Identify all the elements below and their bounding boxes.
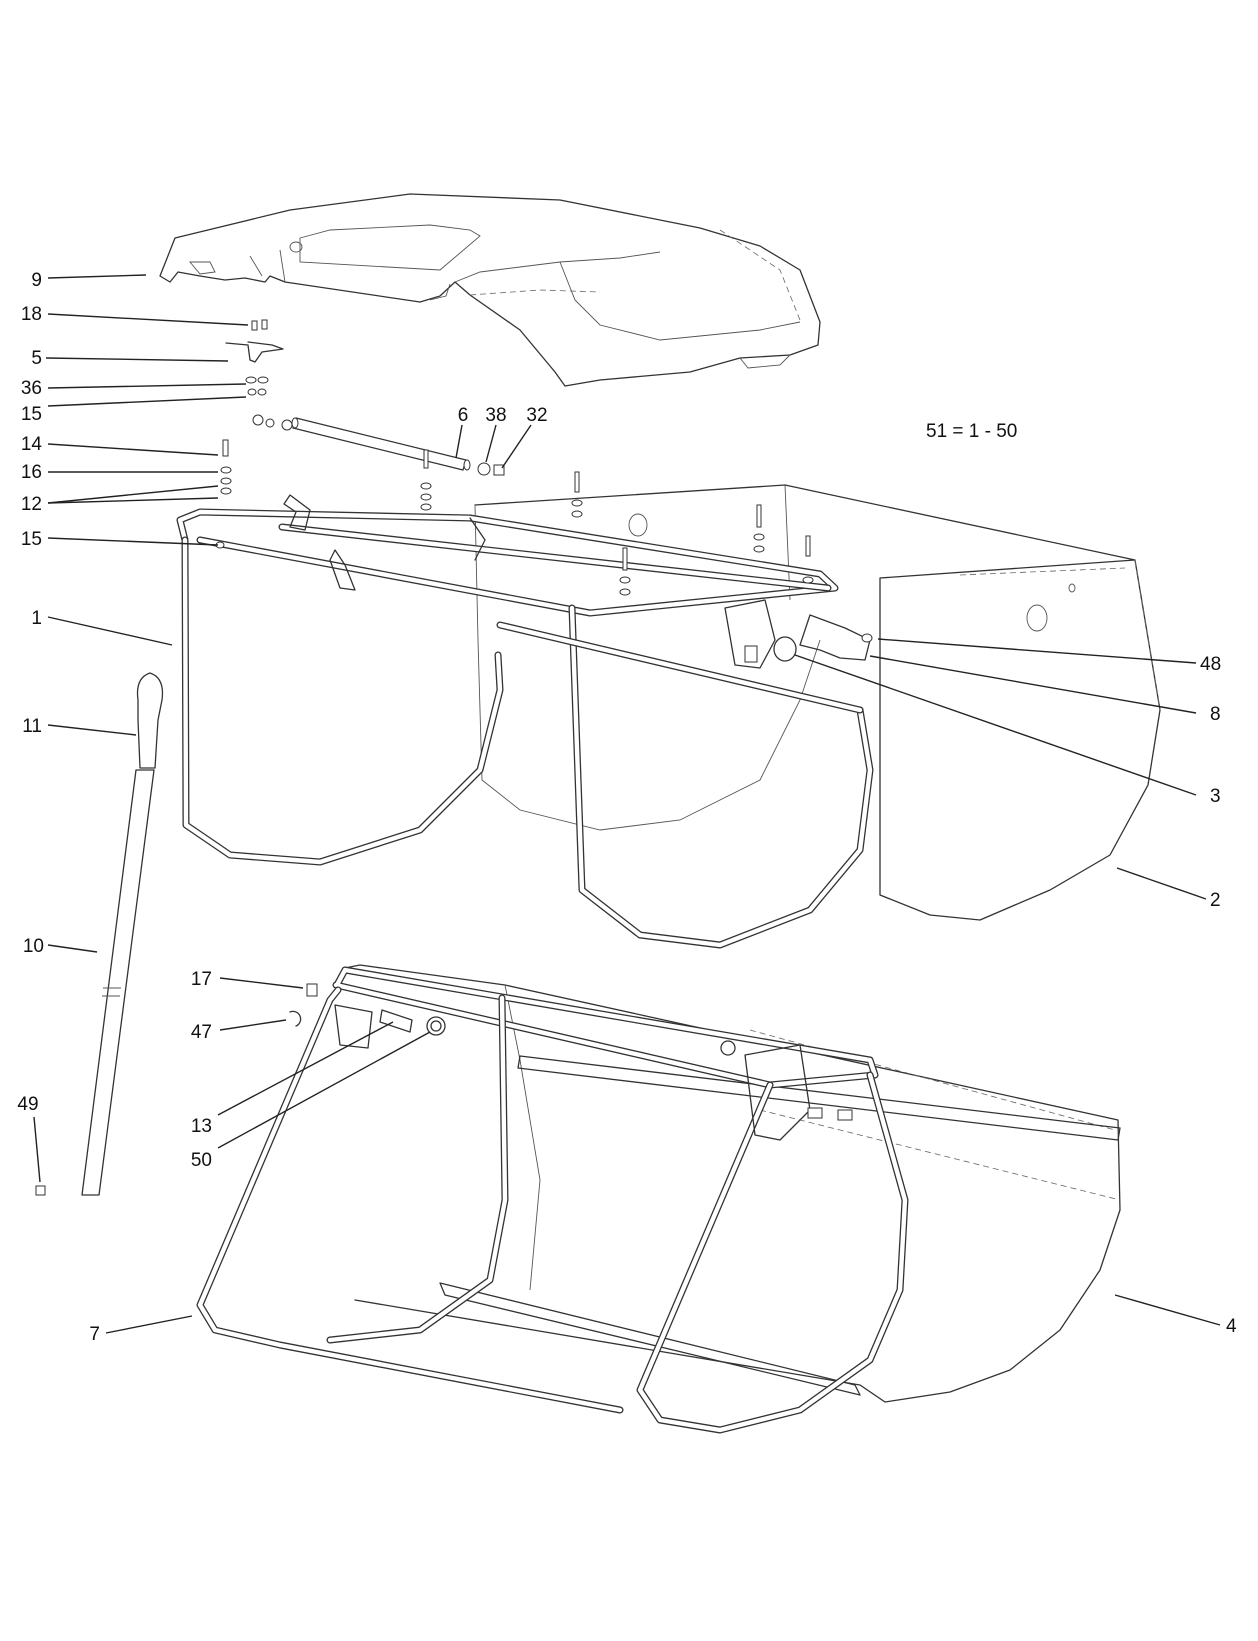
callout-48: 48 — [1200, 654, 1221, 675]
callout-38: 38 — [485, 405, 506, 426]
callout-50: 50 — [191, 1150, 212, 1171]
lower-bag-part — [344, 964, 1121, 1403]
callout-15-top: 15 — [21, 404, 42, 425]
handle-parts — [35, 672, 164, 1196]
lower-hardware — [289, 983, 736, 1056]
hardware-group-top — [220, 319, 293, 495]
callout-36: 36 — [21, 378, 42, 399]
latch-parts — [724, 599, 873, 669]
callout-11: 11 — [22, 716, 42, 737]
callout-5: 5 — [31, 348, 42, 369]
callout-10: 10 — [23, 936, 44, 957]
callout-6: 6 — [458, 405, 469, 426]
cover-part — [159, 193, 821, 387]
callout-2: 2 — [1210, 890, 1221, 911]
callout-12: 12 — [21, 494, 42, 515]
upper-frame-part — [176, 494, 874, 949]
callout-32: 32 — [526, 405, 547, 426]
callout-4: 4 — [1226, 1316, 1237, 1337]
lower-frame-part — [196, 966, 909, 1434]
callout-47: 47 — [191, 1022, 212, 1043]
callout-labels: 9 18 5 36 15 14 16 12 15 6 38 32 51 = 1 … — [17, 270, 1237, 1345]
total-note: 51 = 1 - 50 — [926, 421, 1017, 442]
shaft-part — [291, 417, 505, 476]
callout-8: 8 — [1210, 704, 1221, 725]
callout-3: 3 — [1210, 786, 1221, 807]
callout-14: 14 — [21, 434, 43, 455]
callout-1: 1 — [31, 608, 42, 629]
callout-13: 13 — [191, 1116, 212, 1137]
callout-16: 16 — [21, 462, 42, 483]
upper-bag-part — [474, 484, 1161, 921]
callout-49: 49 — [17, 1094, 38, 1115]
callout-15-bottom: 15 — [21, 529, 42, 550]
leader-lines — [33, 274, 1221, 1334]
callout-17: 17 — [191, 969, 212, 990]
upper-fasteners — [215, 449, 814, 596]
callout-9: 9 — [31, 270, 42, 291]
callout-18: 18 — [21, 304, 42, 325]
callout-7: 7 — [89, 1324, 100, 1345]
